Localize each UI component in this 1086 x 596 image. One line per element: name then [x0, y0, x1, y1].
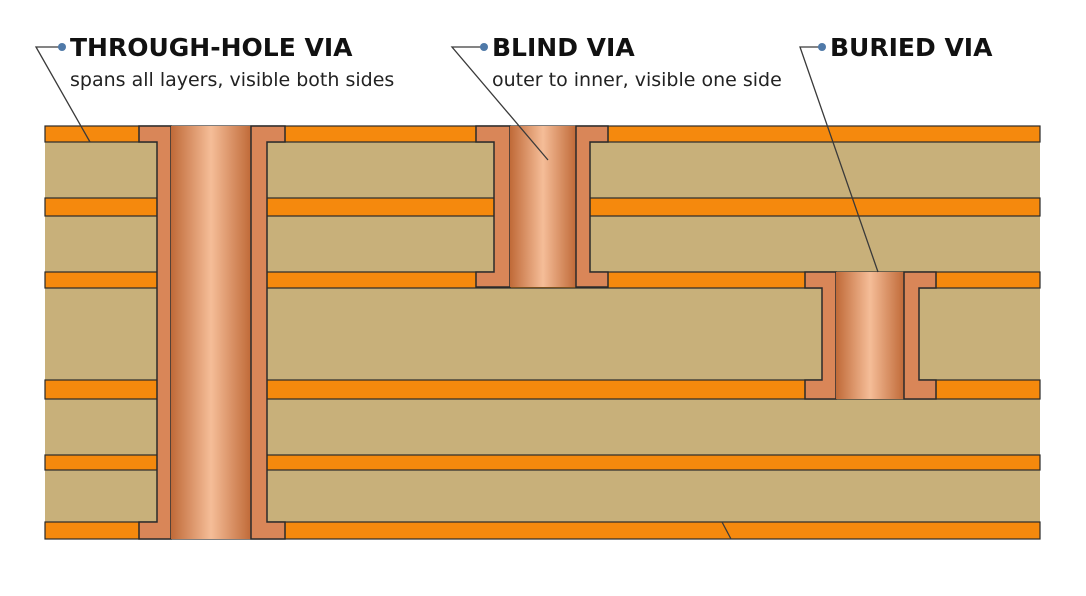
copper-layer-6 — [44, 521, 1041, 540]
through-hole-via-subtitle: spans all layers, visible both sides — [70, 69, 394, 91]
bottom-pointer-line — [721, 521, 732, 540]
through-hole-leader-dot — [58, 43, 66, 51]
buried-via-barrel — [836, 272, 904, 399]
buried-leader — [799, 46, 879, 273]
via-group — [138, 125, 937, 540]
buried-via-title: BURIED VIA — [830, 33, 993, 62]
through-hole-leader — [34, 46, 91, 143]
blind-via — [475, 125, 609, 288]
through-hole-via-title: THROUGH-HOLE VIA — [70, 33, 353, 62]
blind-leader-dot — [480, 43, 488, 51]
buried-via — [804, 271, 937, 400]
buried-via-right-wall — [903, 271, 937, 400]
through-hole-via — [138, 125, 286, 540]
through-hole-via-barrel — [171, 126, 251, 539]
blind-leader — [450, 46, 549, 161]
blind-via-right-wall — [575, 125, 609, 288]
blind-via-title: BLIND VIA — [492, 33, 635, 62]
leader-lines — [34, 46, 879, 540]
blind-via-barrel — [510, 126, 576, 287]
buried-leader-dot — [818, 43, 826, 51]
leader-dots — [58, 43, 826, 51]
through-hole-via-right-wall — [250, 125, 286, 540]
blind-via-subtitle: outer to inner, visible one side — [492, 69, 782, 91]
